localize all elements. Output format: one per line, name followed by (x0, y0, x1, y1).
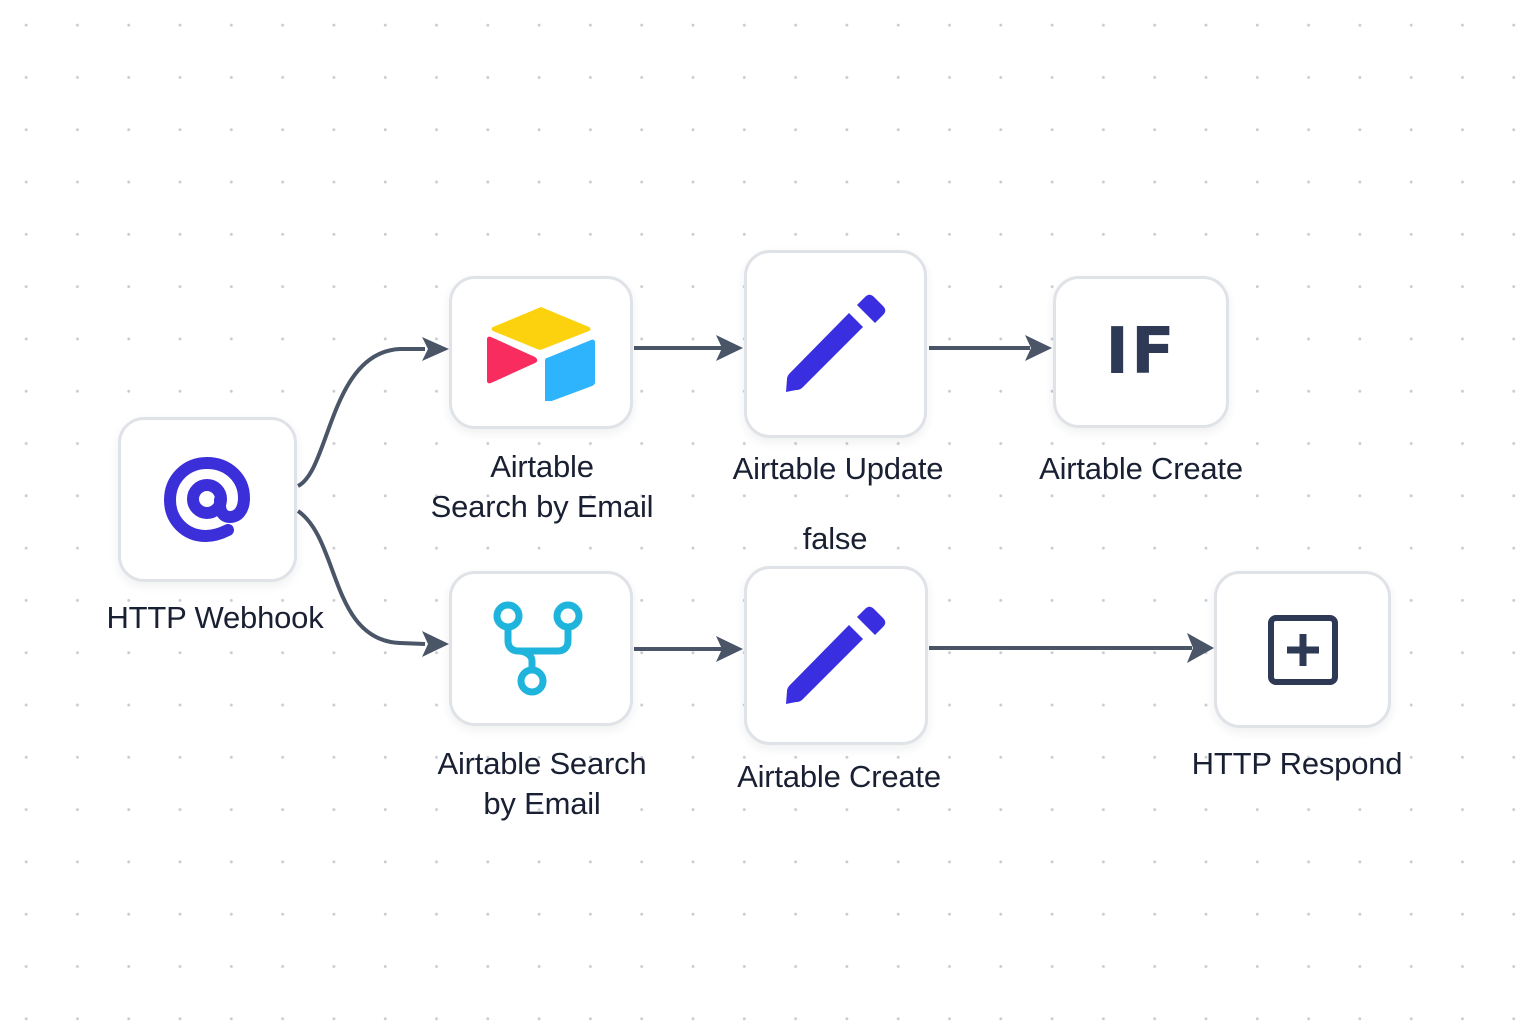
edge-create-to-respond-arrowhead (1187, 633, 1214, 663)
edge-search-top-to-update-arrowhead (716, 335, 743, 361)
edge-label-false: false (802, 521, 868, 556)
node-label-airtable-search-bottom: Airtable Search by Email (437, 746, 647, 821)
node-airtable-create[interactable] (744, 566, 928, 745)
pencil-icon (786, 606, 886, 704)
edge-webhook-to-search-top[interactable] (296, 347, 425, 488)
node-label-if: Airtable Create (1039, 451, 1243, 486)
edge-search-bottom-to-create-arrowhead (716, 636, 743, 662)
airtable-logo-icon (487, 306, 595, 401)
edge-webhook-to-search-bottom-arrowhead (422, 631, 449, 657)
branch-icon (493, 601, 583, 695)
node-label-http-respond: HTTP Respond (1191, 746, 1403, 781)
node-label-http-webhook: HTTP Webhook (106, 600, 324, 635)
at-sign-icon (163, 456, 250, 542)
node-label-airtable-create: Airtable Create (737, 759, 941, 794)
edge-update-to-if-arrowhead (1025, 335, 1052, 361)
plus-square-icon (1267, 614, 1338, 685)
edge-webhook-to-search-top-arrowhead (422, 337, 449, 361)
pencil-icon (785, 294, 885, 392)
node-airtable-search-bottom[interactable] (449, 571, 633, 726)
node-airtable-update[interactable] (744, 250, 927, 438)
node-label-airtable-search-top: Airtable Search by Email (430, 449, 654, 524)
if-icon: IF (1105, 315, 1177, 389)
node-label-airtable-update: Airtable Update (732, 451, 944, 486)
node-http-webhook[interactable] (118, 417, 297, 582)
node-airtable-search-top[interactable] (449, 276, 633, 429)
node-if[interactable]: IF (1053, 276, 1229, 428)
node-http-respond[interactable] (1214, 571, 1391, 728)
